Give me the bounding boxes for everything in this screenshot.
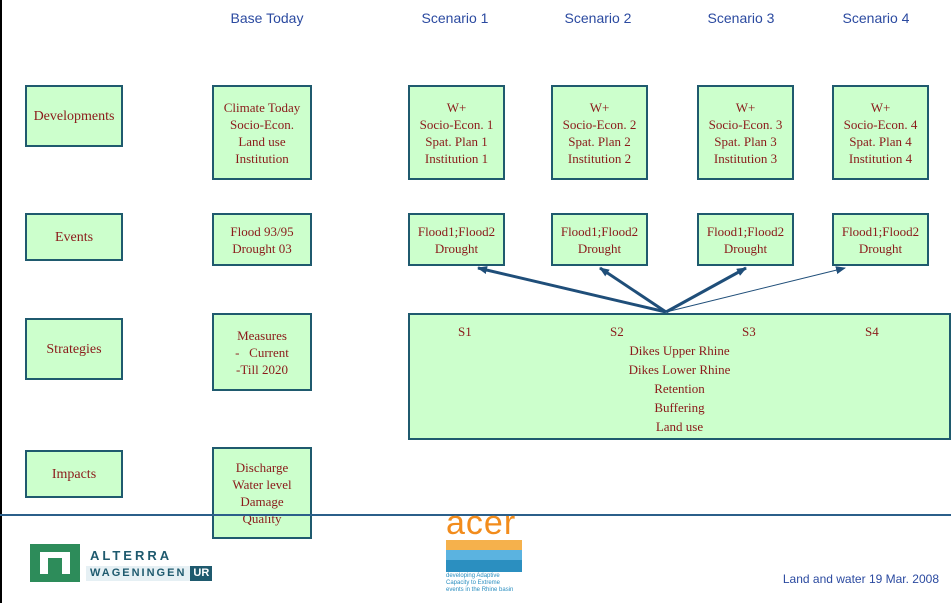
strategies-panel: S1 S2 S3 S4 Dikes Upper Rhine Dikes Lowe… bbox=[408, 313, 951, 440]
strategy-label-s4: S4 bbox=[865, 324, 879, 339]
strategy-item: Buffering bbox=[654, 400, 705, 415]
row-label-impacts: Impacts bbox=[25, 450, 123, 498]
acer-logo-word: acer bbox=[446, 504, 517, 542]
header-base-today: Base Today bbox=[230, 10, 304, 26]
strategy-label-s2: S2 bbox=[610, 324, 624, 339]
strategy-label-s1: S1 bbox=[458, 324, 472, 339]
acer-tagline: developing Adaptive Capacity to Extreme … bbox=[446, 573, 514, 593]
header-scenario-4: Scenario 4 bbox=[842, 10, 910, 26]
footer-divider bbox=[0, 514, 951, 516]
header-scenario-1: Scenario 1 bbox=[421, 10, 489, 26]
strategy-item: Dikes Lower Rhine bbox=[628, 362, 731, 377]
arrow-to-scenario-3 bbox=[665, 266, 747, 314]
acer-logo-waves bbox=[446, 540, 522, 572]
row-label-developments: Developments bbox=[25, 85, 123, 147]
scenario-1-events-box: Flood1;Flood2 Drought bbox=[408, 213, 505, 266]
wageningen-text: WAGENINGEN bbox=[86, 566, 191, 581]
strategy-item: Land use bbox=[655, 419, 704, 434]
arrow-to-scenario-4 bbox=[665, 266, 846, 313]
scenario-4-developments-box: W+ Socio-Econ. 4 Spat. Plan 4 Institutio… bbox=[832, 85, 929, 180]
strategy-item: Dikes Upper Rhine bbox=[629, 343, 730, 358]
scenario-3-developments-box: W+ Socio-Econ. 3 Spat. Plan 3 Institutio… bbox=[697, 85, 794, 180]
row-label-strategies: Strategies bbox=[25, 318, 123, 380]
base-strategies-box: Measures - Current -Till 2020 bbox=[212, 313, 312, 391]
row-label-events: Events bbox=[25, 213, 123, 261]
scenario-3-events-box: Flood1;Flood2 Drought bbox=[697, 213, 794, 266]
alterra-logo-name: ALTERRA bbox=[90, 548, 173, 563]
arrow-to-scenario-1 bbox=[477, 266, 667, 314]
alterra-logo-mark bbox=[30, 544, 80, 582]
base-impacts-box: Discharge Water level Damage Quality bbox=[212, 447, 312, 539]
base-events-box: Flood 93/95 Drought 03 bbox=[212, 213, 312, 266]
footer-date: Land and water 19 Mar. 2008 bbox=[782, 572, 939, 586]
header-scenario-3: Scenario 3 bbox=[707, 10, 775, 26]
left-border-line bbox=[0, 0, 2, 603]
wageningen-ur-logo: WAGENINGEN UR bbox=[86, 566, 213, 581]
ur-badge: UR bbox=[190, 566, 213, 581]
scenario-2-developments-box: W+ Socio-Econ. 2 Spat. Plan 2 Institutio… bbox=[551, 85, 648, 180]
strategy-item: Retention bbox=[654, 381, 705, 396]
strategy-labels: S1 S2 S3 S4 bbox=[410, 323, 949, 341]
header-scenario-2: Scenario 2 bbox=[564, 10, 632, 26]
strategy-label-s3: S3 bbox=[742, 324, 756, 339]
base-developments-box: Climate Today Socio-Econ. Land use Insti… bbox=[212, 85, 312, 180]
scenario-4-events-box: Flood1;Flood2 Drought bbox=[832, 213, 929, 266]
scenario-2-events-box: Flood1;Flood2 Drought bbox=[551, 213, 648, 266]
scenario-1-developments-box: W+ Socio-Econ. 1 Spat. Plan 1 Institutio… bbox=[408, 85, 505, 180]
strategy-items: Dikes Upper Rhine Dikes Lower Rhine Rete… bbox=[410, 341, 949, 436]
arrow-to-scenario-2 bbox=[599, 266, 667, 314]
